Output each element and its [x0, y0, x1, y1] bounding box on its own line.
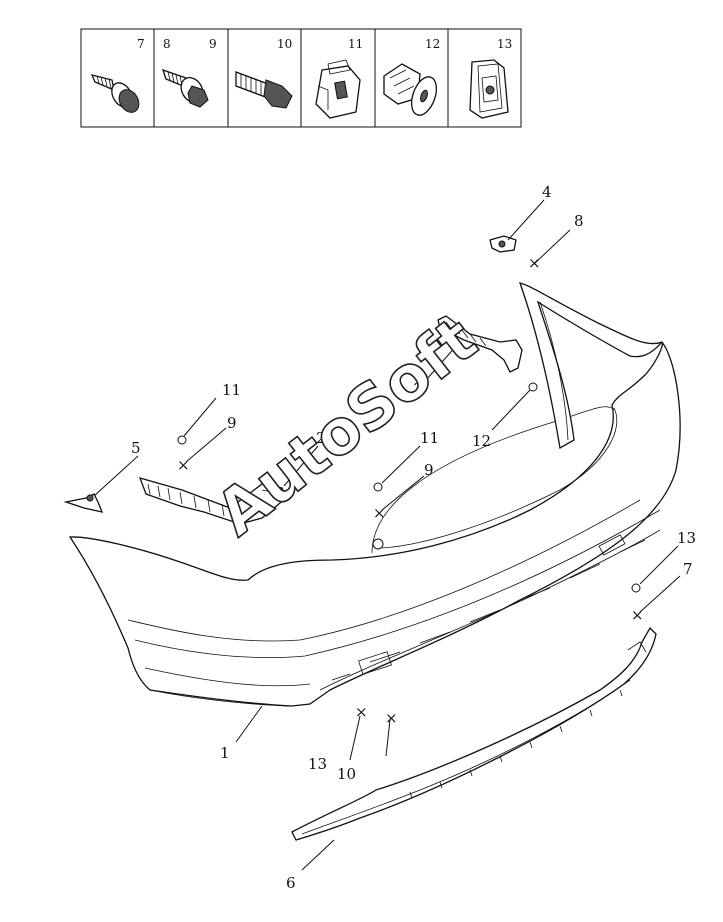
callout-6: 6: [286, 874, 296, 892]
callout-7: 7: [683, 560, 693, 578]
callout-11a: 11: [222, 381, 241, 399]
marker-10: ×: [385, 709, 398, 727]
callout-9b: 9: [424, 461, 434, 479]
legend-label-11: 11: [348, 37, 363, 51]
spring-clip-icon: [469, 59, 509, 119]
bumper-cover-part-1: [68, 282, 681, 707]
legend-label-7: 7: [137, 37, 145, 51]
bracket-part-2: [138, 477, 287, 525]
marker-9a: ×: [177, 456, 190, 474]
callout-2: 2: [316, 429, 326, 447]
marker-12: [528, 382, 538, 392]
callout-13a: 13: [308, 755, 327, 773]
marker-7: ×: [631, 606, 644, 624]
callout-8: 8: [574, 212, 584, 230]
clip-part-5: [63, 493, 104, 513]
legend-label-13: 13: [497, 37, 512, 51]
bracket-part-3: [437, 315, 523, 373]
marker-9b: ×: [373, 504, 386, 522]
callout-11b: 11: [420, 429, 439, 447]
watermark-text: AutoSoft: [202, 303, 490, 550]
callout-13b: 13: [677, 529, 696, 547]
hex-bolt-icon: [235, 71, 293, 109]
callout-numbers: 1 2 3 4 5 6 7 8 9 9 10 11 11 12 13 13: [131, 183, 696, 892]
clip-part-4: [489, 235, 517, 253]
marker-11b: [373, 482, 383, 492]
push-rivet-icon: [383, 63, 438, 116]
screw-icon: [90, 74, 140, 113]
legend-label-9: 9: [209, 37, 217, 51]
callout-4: 4: [542, 183, 552, 201]
callout-12: 12: [472, 432, 491, 450]
marker-13a: ×: [355, 703, 368, 721]
marker-8: ×: [528, 254, 541, 272]
fastener-legend-table: 7 8 9 10 11 12 13: [80, 28, 522, 128]
legend-label-8: 8: [163, 37, 171, 51]
flange-bolt-icon: [161, 68, 209, 108]
callout-1: 1: [220, 744, 230, 762]
callout-9a: 9: [227, 414, 237, 432]
marker-11a: [177, 435, 187, 445]
lower-valance-part-6: [291, 626, 657, 841]
callout-5: 5: [131, 439, 141, 457]
callout-10: 10: [337, 765, 356, 783]
leader-lines: [93, 199, 681, 871]
legend-label-10: 10: [277, 37, 292, 51]
callout-3: 3: [413, 380, 423, 398]
legend-label-12: 12: [425, 37, 440, 51]
marker-13b: [631, 583, 641, 593]
clip-nut-icon: [315, 59, 361, 119]
fastener-markers: × × × × × ×: [177, 254, 644, 727]
